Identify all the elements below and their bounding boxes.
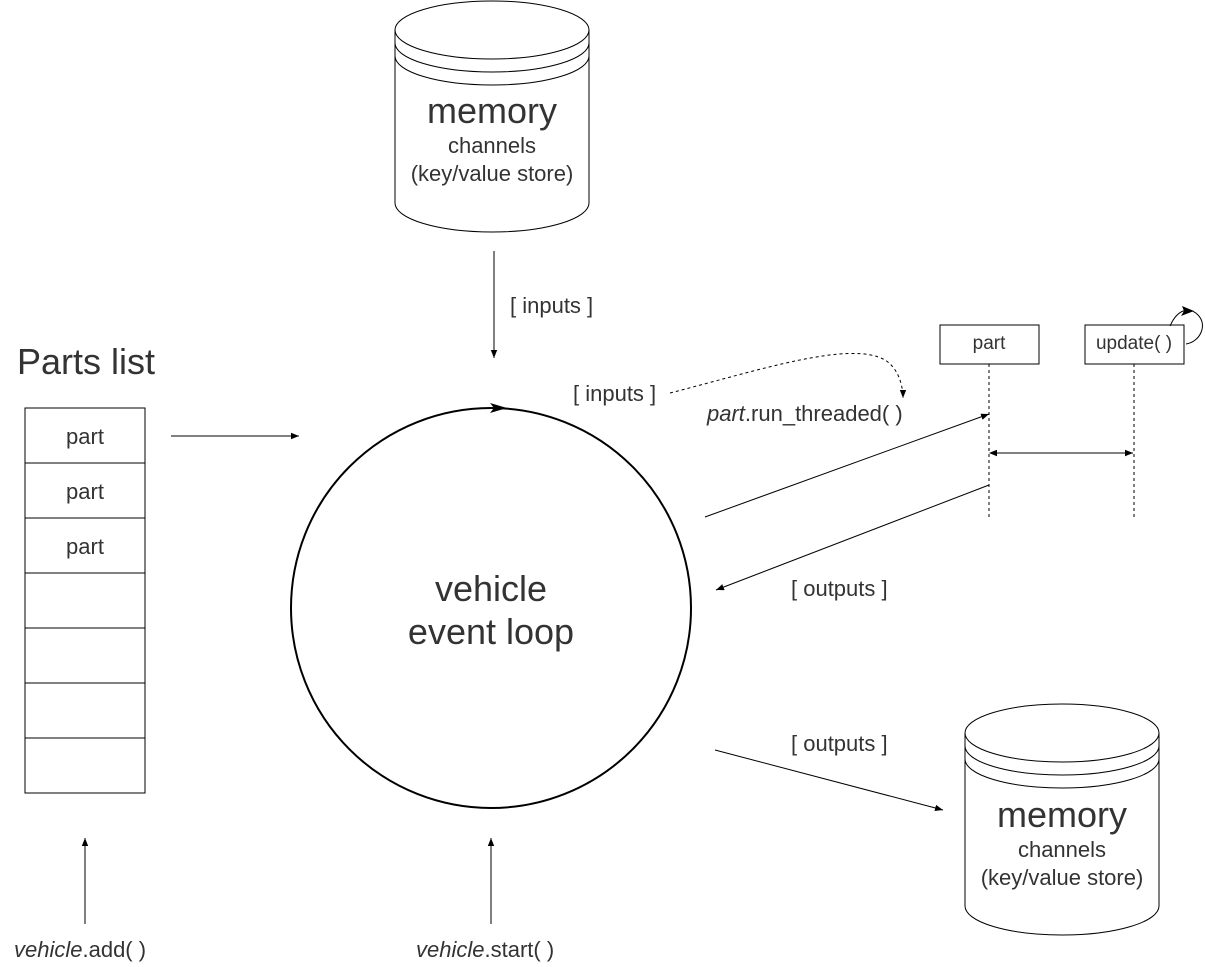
event-loop-circle [290, 403, 692, 809]
memory-top-title: memory [426, 90, 558, 131]
parts-list-title: Parts list [17, 341, 156, 382]
memory-cylinder-top [394, 0, 590, 233]
label-outputs-threaded: [ outputs ] [791, 576, 888, 601]
parts-list-table [24, 407, 146, 794]
arrow-loop-to-part [704, 413, 990, 518]
memory-top-channels: channels [447, 133, 537, 158]
label-inputs-threaded: [ inputs ] [573, 381, 657, 406]
memory-bottom-channels: channels [1017, 837, 1107, 862]
event-loop-label-line1: vehicle [434, 568, 548, 609]
memory-cylinder-bottom [964, 703, 1160, 936]
parts-list-cell: part [66, 424, 104, 449]
label-outputs-bottom: [ outputs ] [791, 731, 888, 756]
call-vehicle-add: vehicle.add( ) [14, 937, 146, 963]
label-inputs-top: [ inputs ] [510, 293, 594, 318]
memory-top-store: (key/value store) [410, 161, 574, 186]
lifeline-update [1084, 324, 1185, 518]
call-vehicle-start: vehicle.start( ) [416, 937, 554, 963]
run-threaded-object: part [707, 401, 745, 426]
event-loop-label-line2: event loop [407, 611, 575, 652]
lifeline-part-label: part [972, 333, 1006, 354]
lifeline-part [939, 324, 1040, 518]
arrow-update-self-loop [1169, 309, 1203, 345]
lifeline-update-label: update( ) [1095, 333, 1173, 354]
arrow-update-self-loop-head [1181, 306, 1194, 316]
call-start-method: .start( ) [484, 937, 555, 962]
run-threaded-method: .run_threaded( ) [744, 401, 903, 426]
arrow-inputs-dashed [669, 352, 907, 399]
arrow-loop-to-memory [714, 749, 944, 812]
call-start-object: vehicle [416, 937, 485, 962]
call-add-object: vehicle [14, 937, 83, 962]
parts-list-cell: part [66, 534, 104, 559]
memory-bottom-title: memory [996, 794, 1128, 835]
call-add-method: .add( ) [82, 937, 147, 962]
label-run-threaded: part.run_threaded( ) [707, 401, 903, 427]
parts-list-cell: part [66, 479, 104, 504]
memory-bottom-store: (key/value store) [980, 865, 1144, 890]
arrow-part-to-loop [715, 484, 990, 591]
